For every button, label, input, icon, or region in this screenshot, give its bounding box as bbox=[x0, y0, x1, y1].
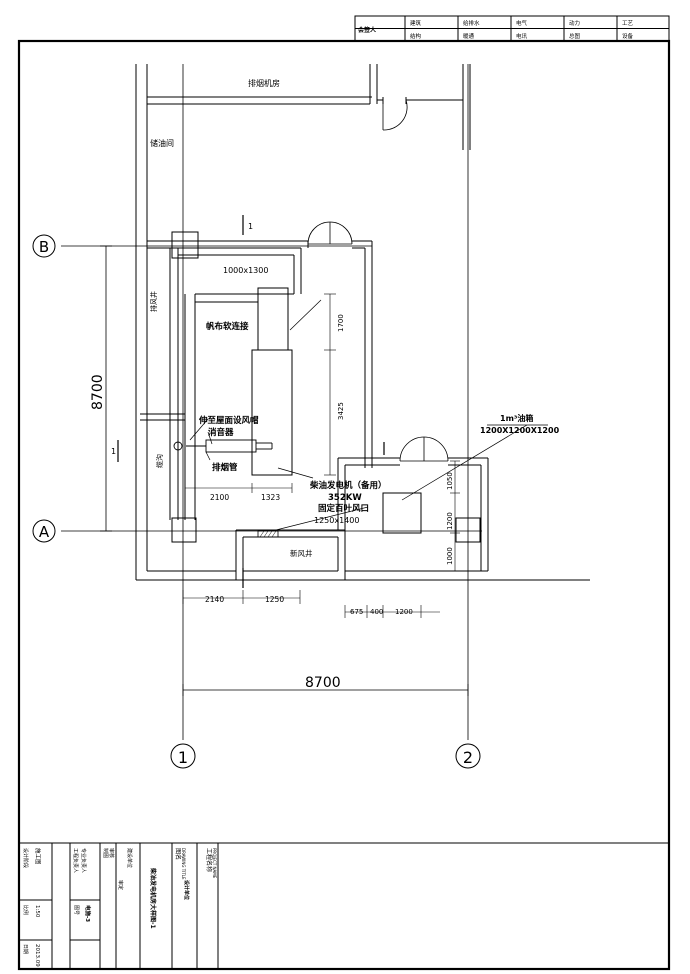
tb-drawn-by: 制图 bbox=[102, 848, 109, 858]
dim-2140: 2140 bbox=[205, 595, 224, 604]
dim-1323: 1323 bbox=[261, 493, 280, 502]
plan-walls bbox=[135, 64, 590, 581]
label-canvas-connector: 帆布软连接 bbox=[206, 321, 249, 332]
tb-drawing-title: 柴油发电机房大样图-1 bbox=[149, 867, 157, 929]
signoff-title: 会签人 bbox=[358, 26, 377, 34]
label-generator-name: 柴油发电机（备用） bbox=[309, 480, 387, 491]
axis-label-1: 1 bbox=[178, 748, 188, 767]
label-cable-trench: 缆沟 bbox=[155, 454, 164, 468]
tb-date: 2013.09 bbox=[34, 944, 40, 967]
tb-stage: 施工图 bbox=[34, 848, 42, 865]
fixed-louver bbox=[257, 530, 279, 538]
dim-675: 675 bbox=[350, 608, 363, 616]
signoff-power: 动力 bbox=[569, 19, 580, 27]
dim-1700: 1700 bbox=[337, 314, 345, 332]
label-oil-tank-size: 1200X1200X1200 bbox=[480, 426, 560, 435]
tb-drawing-label-en: DRAWING TITLE bbox=[181, 848, 186, 880]
door-oil-tank-room bbox=[399, 436, 449, 462]
axis-lines bbox=[61, 64, 482, 740]
signoff-siteplan: 总图 bbox=[569, 32, 581, 40]
tb-design-unit: 设计单位 bbox=[183, 880, 190, 900]
dim-1000: 1000 bbox=[446, 547, 454, 565]
axis-label-2: 2 bbox=[463, 748, 473, 767]
oil-tank bbox=[382, 492, 422, 534]
label-exhaust-pipe: 排烟管 bbox=[212, 462, 238, 473]
section-mark-top: 1 bbox=[248, 222, 253, 231]
signoff-plumbing: 给排水 bbox=[463, 19, 480, 27]
louver-hatch bbox=[259, 530, 277, 538]
signoff-architecture: 建筑 bbox=[410, 19, 422, 27]
dim-8700-vertical: 8700 bbox=[90, 374, 106, 410]
tb-scale-label: 比例 bbox=[22, 905, 29, 915]
label-exhaust-fan-room: 排烟机房 bbox=[248, 78, 280, 88]
dim-1250: 1250 bbox=[265, 595, 284, 604]
tb-owner-label: 建设单位 bbox=[126, 848, 133, 868]
dim-8700-horizontal: 8700 bbox=[305, 675, 341, 691]
canvas-connector-box bbox=[257, 287, 289, 351]
tb-approved-by: 审定 bbox=[117, 880, 124, 890]
axis-bubble-2 bbox=[455, 743, 481, 769]
dim-2100: 2100 bbox=[210, 493, 229, 502]
tb-project-label: 工程名称 bbox=[205, 848, 213, 872]
dim-1200-v: 1200 bbox=[446, 512, 454, 530]
axis-label-a: A bbox=[39, 523, 50, 541]
dim-400: 400 bbox=[370, 608, 383, 616]
tb-drawing-no: 电施-3 bbox=[84, 905, 92, 922]
exhaust-pipe-assembly bbox=[140, 413, 273, 453]
axis-label-b: B bbox=[39, 238, 49, 256]
tb-project-label-en: PROJECT NAME bbox=[212, 848, 217, 879]
tb-project-leader: 工程负责人 bbox=[72, 848, 79, 873]
label-duct-size: 1000x1300 bbox=[223, 266, 268, 275]
generator-body bbox=[251, 349, 293, 476]
label-hood-note: 伸至屋面设风帽 bbox=[198, 415, 259, 426]
leader-lines bbox=[189, 299, 548, 532]
door-generator-room bbox=[307, 221, 353, 245]
axis-bubble-b bbox=[32, 234, 56, 258]
label-oil-storage: 储油间 bbox=[150, 138, 174, 148]
dim-1200-h: 1200 bbox=[395, 608, 413, 616]
label-louver-name: 固定百叶风口 bbox=[318, 503, 369, 514]
tb-drawing-no-label: 图号 bbox=[73, 905, 79, 915]
signoff-structure: 结构 bbox=[410, 32, 422, 40]
section-marks bbox=[117, 215, 385, 588]
dim-1050: 1050 bbox=[446, 472, 454, 490]
signoff-electrical: 电气 bbox=[516, 19, 528, 27]
dimension-lines bbox=[182, 293, 460, 618]
label-oil-tank-name: 1m³油箱 bbox=[500, 413, 533, 423]
tb-discipline-leader: 专业负责人 bbox=[80, 848, 87, 873]
signoff-telecom: 电讯 bbox=[516, 32, 528, 40]
label-exhaust-shaft: 排风井 bbox=[149, 291, 158, 312]
label-louver-size: 1250x1400 bbox=[314, 516, 359, 525]
label-generator-power: 352KW bbox=[328, 493, 362, 503]
signoff-table bbox=[354, 15, 670, 42]
label-fresh-air-shaft: 新风井 bbox=[290, 548, 313, 558]
tb-checked-by: 审核 bbox=[108, 848, 115, 858]
axis-bubble-1 bbox=[170, 743, 196, 769]
title-block-frame bbox=[19, 842, 669, 969]
tb-stage-label: 设计阶段 bbox=[22, 848, 29, 868]
tb-drawing-label: 图名 bbox=[174, 848, 182, 860]
signoff-equipment: 设备 bbox=[622, 32, 634, 40]
signoff-hvac: 暖通 bbox=[463, 32, 475, 40]
column-a1 bbox=[171, 517, 197, 543]
signoff-process: 工艺 bbox=[622, 20, 634, 27]
axis-bubble-a bbox=[32, 519, 56, 543]
column-b1 bbox=[171, 231, 199, 259]
dim-3425: 3425 bbox=[337, 402, 345, 420]
door-top bbox=[382, 99, 408, 131]
section-mark-side: 1 bbox=[111, 447, 116, 456]
outer-border bbox=[17, 39, 671, 971]
tb-scale: 1:50 bbox=[34, 905, 40, 918]
tb-date-label: 日期 bbox=[22, 944, 28, 954]
label-silencer: 消音器 bbox=[208, 427, 234, 438]
